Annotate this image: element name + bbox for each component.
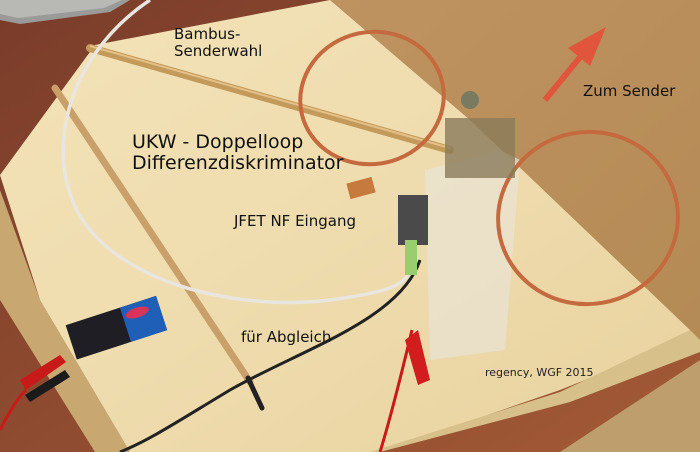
label-title-line2: Differenzdiskriminator [132, 152, 344, 175]
red-clip [405, 330, 430, 385]
label-title-line1: UKW - Doppelloop [132, 131, 304, 153]
jfet-socket [398, 195, 428, 245]
label-jfet-input: JFET NF Eingang [234, 212, 356, 230]
label-bamboo-line2: Senderwahl [174, 42, 263, 61]
label-bamboo-line1: Bambus- [174, 25, 241, 43]
copper-loop-right [496, 129, 680, 307]
acrylic-post [425, 150, 520, 360]
capacitor [346, 176, 376, 200]
clip-red [20, 355, 66, 390]
label-title: UKW - Doppelloop Differenzdiskriminator [132, 131, 344, 175]
arrow-up-right-icon [542, 27, 606, 102]
label-credit: regency, WGF 2015 [485, 366, 594, 379]
label-bamboo-tuning: Bambus- Senderwahl [174, 25, 263, 61]
circuit [445, 118, 515, 178]
white-cable [61, 0, 412, 305]
green-connector [405, 240, 417, 275]
label-trimming: für Abgleich [241, 328, 332, 346]
bamboo-stick-trimming [51, 84, 254, 386]
clip-black [25, 370, 70, 402]
copper-loop-left [298, 29, 446, 167]
label-to-transmitter: Zum Sender [583, 82, 676, 100]
battery-9v [65, 295, 168, 360]
black-cable [119, 259, 422, 452]
bamboo-stick-tuning [86, 44, 454, 154]
